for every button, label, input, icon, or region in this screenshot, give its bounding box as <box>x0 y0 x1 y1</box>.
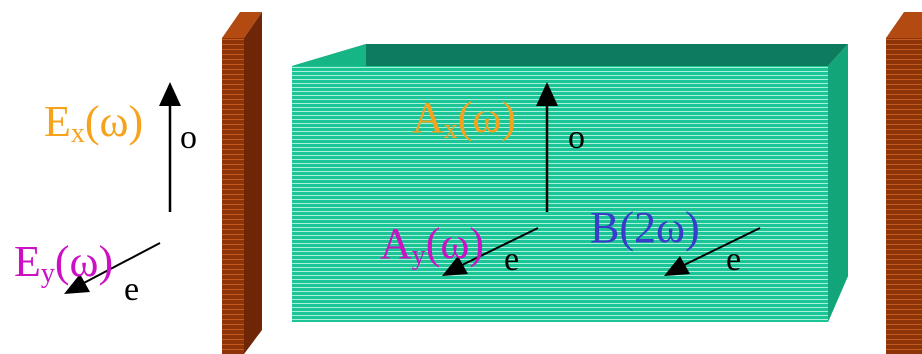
left-mirror <box>222 12 262 354</box>
right-mirror-top <box>886 12 922 38</box>
crystal-inner-left <box>292 66 366 322</box>
ay-arrow-shaft <box>459 227 539 267</box>
ax-polarization-label: o <box>568 119 585 156</box>
ey-label: Ey(ω) <box>14 237 113 289</box>
ex-arrow-head <box>159 82 181 106</box>
ex-label: Ex(ω) <box>44 97 143 149</box>
ey-arrow-shaft <box>79 242 161 286</box>
crystal-block <box>292 44 848 322</box>
crystal-top-face <box>292 44 848 66</box>
b-arrow-shaft <box>681 227 761 267</box>
ax-arrow-head <box>536 82 558 106</box>
left-mirror-front <box>222 38 244 354</box>
ay-label: Ay(ω) <box>380 219 484 271</box>
ay-polarization-label: e <box>504 241 519 278</box>
crystal-right-side <box>828 44 848 322</box>
b-polarization-label: e <box>726 241 741 278</box>
arrows <box>64 82 761 294</box>
ex-label-main: E <box>44 97 71 146</box>
ay-label-sub: y <box>412 240 426 271</box>
ey-arrow-head <box>64 274 90 294</box>
right-mirror <box>886 12 922 354</box>
ey-polarization-label: e <box>124 271 139 308</box>
ey-label-arg: (ω) <box>55 237 113 286</box>
ex-label-arg: (ω) <box>85 97 143 146</box>
left-mirror-side <box>244 12 262 354</box>
ex-label-sub: x <box>71 118 85 149</box>
ay-label-arg: (ω) <box>426 219 484 268</box>
ay-arrow-head <box>442 256 468 276</box>
ax-label-sub: x <box>444 114 458 145</box>
ay-label-main: A <box>380 219 412 268</box>
left-mirror-top <box>222 12 262 38</box>
b-label: B(2ω) <box>590 203 700 252</box>
b-arrow-head <box>664 256 690 276</box>
crystal-front-face <box>292 66 828 322</box>
right-mirror-front <box>886 38 922 354</box>
ey-label-main: E <box>14 237 41 286</box>
ey-label-sub: y <box>41 258 55 289</box>
ax-label-arg: (ω) <box>458 93 516 142</box>
ax-label-main: A <box>412 93 444 142</box>
ex-polarization-label: o <box>180 119 197 156</box>
ax-label: Ax(ω) <box>412 93 516 145</box>
